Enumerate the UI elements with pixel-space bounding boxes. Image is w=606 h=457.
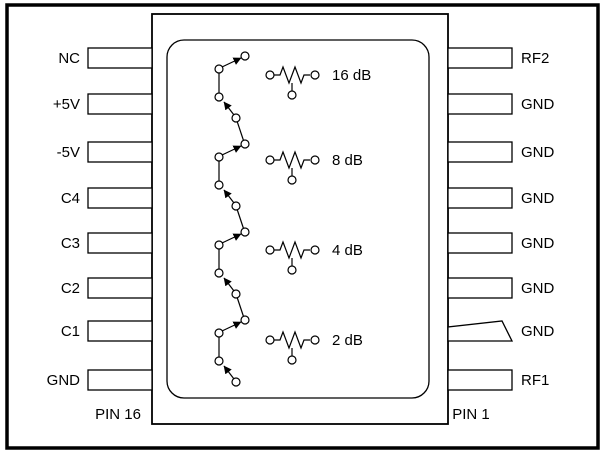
pin-label-left-4: C3: [61, 235, 80, 252]
switch-arm-down: [223, 277, 235, 292]
pin-label-right-0: RF2: [521, 50, 549, 67]
switch-node-circle: [231, 289, 241, 299]
pin-label-right-1: GND: [521, 96, 555, 113]
resistor-terminal-right: [310, 245, 320, 255]
attenuator-label: 8 dB: [332, 152, 363, 169]
switch-arm-down: [223, 101, 235, 116]
pin-right-gnd2: [447, 141, 513, 163]
pin-left-p5v: [87, 93, 153, 115]
resistor-zigzag: [274, 65, 310, 85]
pin1-label: PIN 1: [452, 406, 490, 423]
switch-chain-and-attenuators: 16 dB 8 dB 4 dB 2 dB: [214, 51, 371, 387]
pin-right-gnd5: [447, 277, 513, 299]
switch-node-circle: [231, 201, 241, 211]
pin-label-right-6: GND: [521, 323, 555, 340]
pin-label-left-7: GND: [47, 372, 81, 389]
pin-label-left-3: C4: [61, 190, 80, 207]
pin-label-left-6: C1: [61, 323, 80, 340]
pin16-label: PIN 16: [95, 406, 141, 423]
switch-node-circle: [214, 328, 224, 338]
switch-node-circle: [214, 268, 224, 278]
pin-label-right-5: GND: [521, 280, 555, 297]
switch-node-circle: [240, 51, 250, 61]
chip-body: [151, 13, 449, 425]
resistor-zigzag: [274, 330, 310, 350]
pin-right-rf2: [447, 47, 513, 69]
attenuator-label: 4 dB: [332, 242, 363, 259]
switch-node-circle: [240, 139, 250, 149]
resistor-terminal-right: [310, 335, 320, 345]
switch-arm-down: [223, 189, 235, 204]
pin-right-gnd6-trapezoid: [447, 320, 514, 342]
pin-right-gnd1: [447, 93, 513, 115]
resistor-terminal-shunt: [287, 90, 297, 100]
pin-left-m5v: [87, 141, 153, 163]
resistor-terminal-shunt: [287, 265, 297, 275]
switch-node-circle: [214, 240, 224, 250]
switch-arm-up: [221, 321, 242, 332]
switch-node-circle: [240, 315, 250, 325]
resistor-terminal-right: [310, 155, 320, 165]
pin-left-nc: [87, 47, 153, 69]
switch-arm-up: [221, 57, 242, 68]
pin-left-c2: [87, 277, 153, 299]
pin-label-right-7: RF1: [521, 372, 549, 389]
resistor-terminal-left: [265, 335, 275, 345]
resistor-terminal-left: [265, 155, 275, 165]
switch-node-circle: [214, 92, 224, 102]
switch-node-circle: [231, 377, 241, 387]
resistor-terminal-shunt: [287, 175, 297, 185]
resistor-zigzag: [274, 150, 310, 170]
pin-left-gnd: [87, 369, 153, 391]
pin-left-c1: [87, 320, 153, 342]
resistor-terminal-shunt: [287, 355, 297, 365]
pin-label-left-0: NC: [58, 50, 80, 67]
switch-node-circle: [214, 64, 224, 74]
attenuator-label: 2 dB: [332, 332, 363, 349]
pin-left-c3: [87, 232, 153, 254]
pin-label-left-5: C2: [61, 280, 80, 297]
pin-label-left-2: -5V: [57, 144, 80, 161]
switch-node-circle: [240, 227, 250, 237]
pin-right-gnd3: [447, 187, 513, 209]
switch-node-circle: [214, 152, 224, 162]
resistor-terminal-left: [265, 245, 275, 255]
pin-right-rf1: [447, 369, 513, 391]
switch-arm-down: [223, 365, 235, 380]
switch-node-circle: [214, 180, 224, 190]
attenuator-label: 16 dB: [332, 67, 371, 84]
resistor-terminal-left: [265, 70, 275, 80]
pin-label-left-1: +5V: [53, 96, 80, 113]
switch-node-circle: [214, 356, 224, 366]
chip-inner-outline: [166, 39, 430, 399]
pin-left-c4: [87, 187, 153, 209]
outer-frame: [5, 3, 600, 450]
switch-node-circle: [231, 113, 241, 123]
resistor-zigzag: [274, 240, 310, 260]
switch-arm-up: [221, 233, 242, 244]
resistor-terminal-right: [310, 70, 320, 80]
switch-arm-up: [221, 145, 242, 156]
pin-right-gnd4: [447, 232, 513, 254]
pin-label-right-3: GND: [521, 190, 555, 207]
pin-label-right-4: GND: [521, 235, 555, 252]
pin-label-right-2: GND: [521, 144, 555, 161]
